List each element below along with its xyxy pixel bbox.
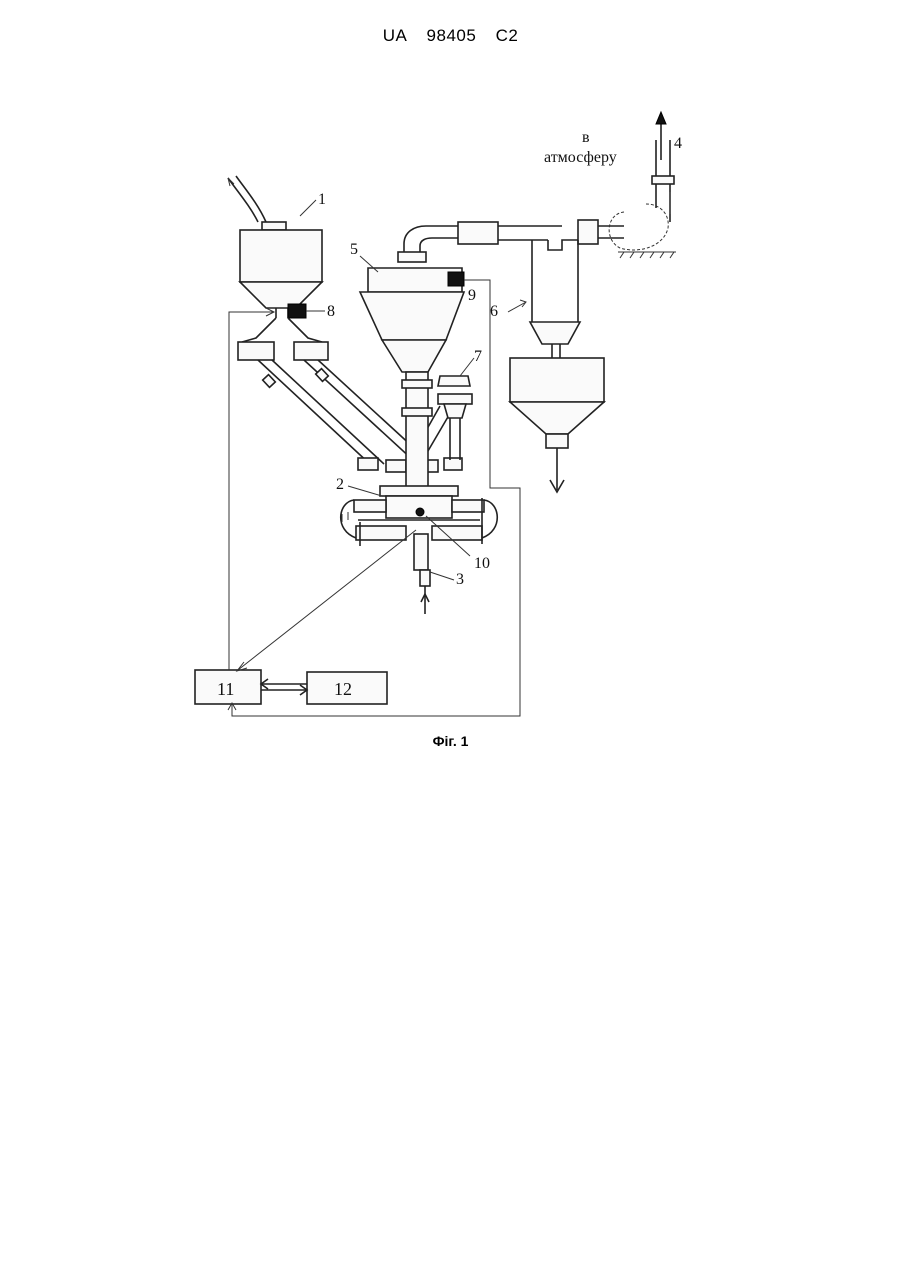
feed-branch [238,318,328,360]
mill-chamber-2 [341,486,498,614]
exhaust-label-line1: в [582,129,590,146]
label-12: 12 [334,679,352,699]
cyclone-6 [510,240,604,492]
sensor-9 [448,272,464,286]
exhaust-duct [404,112,676,258]
label-3: 3 [456,571,464,588]
label-6: 6 [490,303,498,320]
label-5: 5 [350,241,358,258]
label-9: 9 [468,287,476,304]
feeder-7 [438,376,472,460]
sensor-8 [288,304,306,318]
label-2: 2 [336,476,344,493]
label-11: 11 [217,679,234,699]
feed-hopper [228,176,322,318]
exhaust-label-line2: атмосферу [544,149,617,166]
label-7: 7 [474,348,482,365]
figure-caption: Фіг. 1 [0,733,901,749]
label-1: 1 [318,191,326,208]
label-8: 8 [327,303,335,320]
label-4: 4 [674,135,682,152]
label-10: 10 [474,555,490,572]
